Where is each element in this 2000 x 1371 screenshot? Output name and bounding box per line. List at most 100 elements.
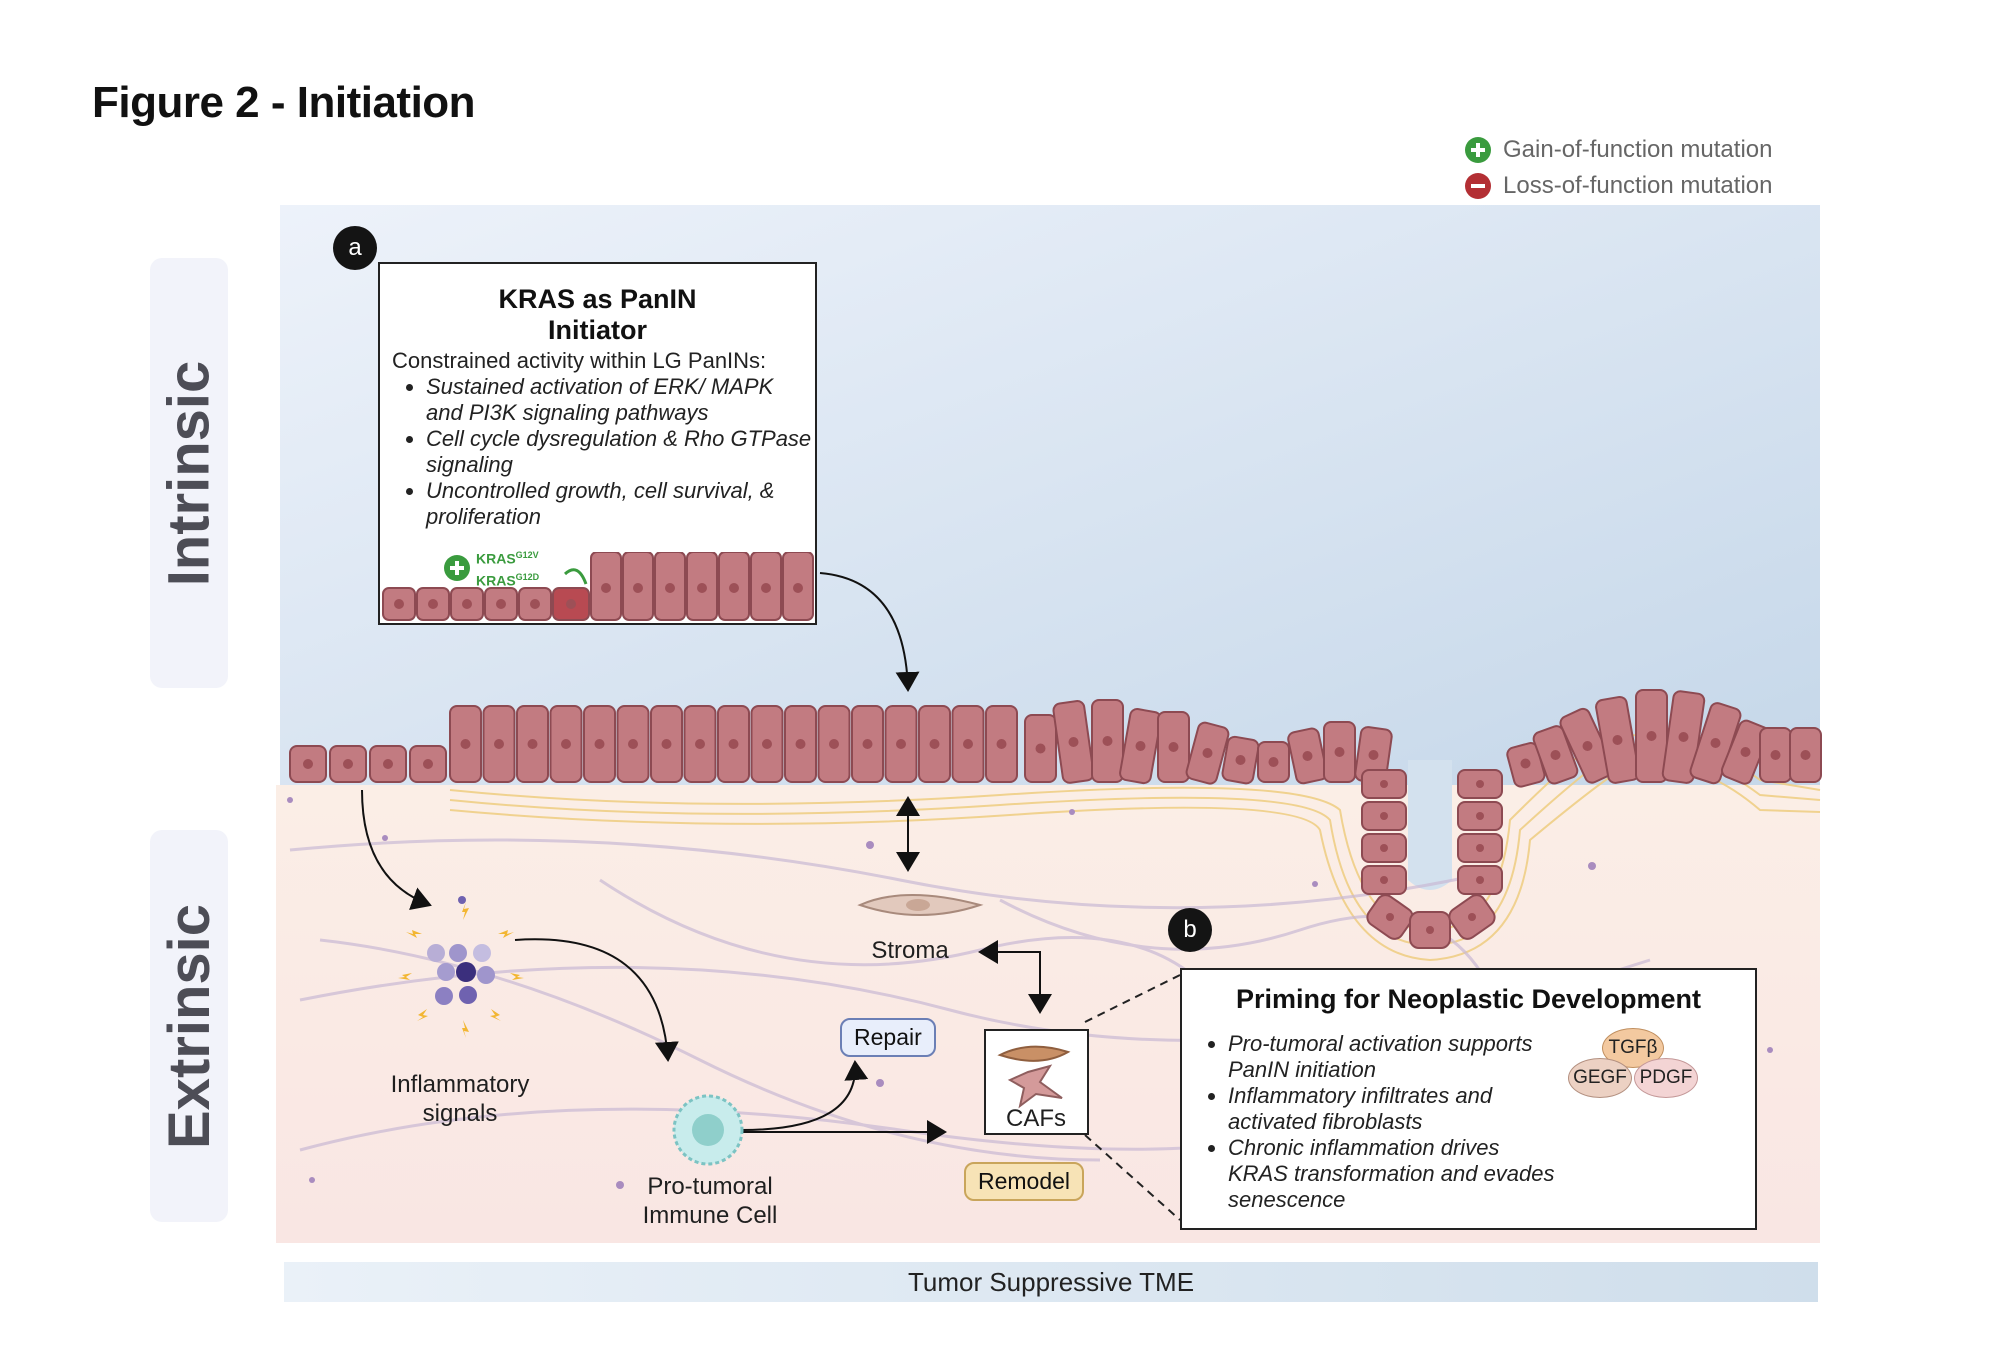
repair-pill: Repair [840, 1018, 936, 1057]
extrinsic-text: Extrinsic [156, 903, 222, 1149]
panel-b-bullet: Pro-tumoral activation supports PanIN in… [1228, 1031, 1558, 1083]
cell-nucleus [460, 739, 471, 749]
panel-a-intro: Constrained activity within LG PanINs: [392, 348, 767, 373]
cell-nucleus [1520, 758, 1531, 769]
cell-nucleus [1202, 748, 1213, 758]
cell-nucleus [527, 739, 538, 749]
panel-a-title: KRAS as PanIN Initiator [380, 284, 815, 346]
legend: Gain-of-function mutation Loss-of-functi… [1465, 136, 1772, 200]
remodel-pill: Remodel [964, 1162, 1085, 1201]
caf-cells-icon [997, 1045, 1071, 1109]
legend-loss: Loss-of-function mutation [1465, 172, 1772, 200]
arrow-to-inflammatory [361, 789, 432, 911]
arrow-inflammatory-to-immune [514, 938, 679, 1062]
cell-nucleus [1770, 750, 1781, 760]
growth-factor-pdgf: PDGF [1634, 1058, 1698, 1098]
immune-cell-label: Pro-tumoral Immune Cell [642, 1173, 778, 1229]
growth-factor-tgfb: TGFβ [1602, 1028, 1664, 1068]
zoom-line-top [1084, 974, 1181, 1023]
cell-nucleus [728, 739, 739, 749]
cell-nucleus [1740, 747, 1751, 757]
tme-footer: Tumor Suppressive TME [284, 1262, 1818, 1302]
kras-mutation: KRASG12V KRASG12D [444, 546, 539, 589]
panel-b-badge: b [1168, 908, 1212, 952]
cell-nucleus [628, 739, 638, 749]
cell-nucleus [996, 739, 1007, 749]
panel-a-bullet: Sustained activation of ERK/ MAPK and PI… [426, 374, 815, 426]
growth-factor-gegf: GEGF [1568, 1058, 1632, 1098]
cell-nucleus [1800, 750, 1811, 760]
panel-a-bullets: Sustained activation of ERK/ MAPK and PI… [380, 374, 815, 530]
cell-nucleus [1612, 735, 1623, 745]
cell-nucleus [1646, 731, 1657, 741]
kras-g12v-sup: G12V [515, 550, 539, 560]
cell-nucleus [1550, 750, 1561, 760]
cell-nucleus [494, 739, 504, 749]
panel-a-box: KRAS as PanIN Initiator Constrained acti… [378, 262, 817, 625]
panel-a-bullet: Cell cycle dysregulation & Rho GTPase si… [426, 426, 815, 478]
cell-nucleus [929, 739, 940, 749]
stroma-label: Stroma [871, 937, 949, 964]
legend-gain: Gain-of-function mutation [1465, 136, 1772, 164]
cell-nucleus [795, 739, 806, 749]
cell-nucleus [762, 739, 772, 749]
cell-nucleus [829, 739, 839, 749]
inflammatory-cluster-icon [398, 896, 524, 1038]
arrow-panel-a-to-epithelium [819, 572, 920, 692]
intrinsic-label: Intrinsic [150, 258, 228, 688]
crypt-lumen [1408, 760, 1452, 890]
panel-a-title-line2: Initiator [548, 315, 647, 345]
panel-a-badge: a [333, 226, 377, 270]
panel-a-title-line1: KRAS as PanIN [498, 284, 697, 314]
crypt-nuclei [1380, 780, 1484, 934]
cell-nucleus [695, 739, 705, 749]
fibroblast-icon [857, 894, 984, 916]
panel-b-bullets: Pro-tumoral activation supports PanIN in… [1182, 1031, 1558, 1213]
cell-nucleus [1035, 743, 1046, 754]
cell-nucleus [594, 739, 605, 749]
cell-nucleus [1368, 750, 1379, 760]
cell-nucleus [1302, 751, 1313, 761]
kras-g12d-sup: G12D [515, 571, 540, 582]
cell-nucleus [1334, 747, 1345, 757]
cell-nucleus [1268, 757, 1279, 767]
panel-b-bullet: Inflammatory infiltrates and activated f… [1228, 1083, 1558, 1135]
panel-b-bullet: Chronic inflammation drives KRAS transfo… [1228, 1135, 1558, 1213]
cell-nucleus [1582, 741, 1593, 751]
cell-nucleus [963, 739, 973, 749]
figure-title: Figure 2 - Initiation [92, 78, 476, 127]
cell-nucleus [661, 739, 672, 749]
columnar-epithelium [449, 689, 1822, 788]
cell-nucleus [1678, 732, 1689, 742]
cell-nucleus [896, 739, 906, 749]
cell-nucleus [561, 739, 571, 749]
cell-nucleus [1235, 755, 1246, 765]
minus-icon [1465, 173, 1491, 199]
panel-b-title: Priming for Neoplastic Development [1235, 984, 1702, 1014]
cell-nucleus [1168, 742, 1179, 752]
panel-a-bullet: Uncontrolled growth, cell survival, & pr… [426, 478, 815, 530]
plus-icon [444, 554, 470, 581]
panel-a-epithelium-icon [382, 552, 814, 621]
intrinsic-text: Intrinsic [156, 360, 222, 586]
cell-nucleus [1710, 738, 1721, 748]
cell-nucleus [1068, 737, 1079, 747]
extrinsic-label: Extrinsic [150, 830, 228, 1222]
cell-nucleus [1102, 736, 1113, 746]
immune-cell-icon [672, 1094, 744, 1166]
panel-b-box: Priming for Neoplastic Development Pro-t… [1180, 968, 1757, 1230]
epithelium-nuclei [303, 759, 433, 769]
inflammatory-label: Inflammatory signals [390, 1071, 530, 1127]
plus-icon [1465, 137, 1491, 163]
legend-loss-label: Loss-of-function mutation [1503, 172, 1773, 199]
kras-g12d-label: KRAS [476, 572, 516, 589]
arrow-immune-to-repair [741, 1060, 869, 1131]
kras-labels: KRASG12V KRASG12D [476, 546, 539, 589]
cafs-label: CAFs [1006, 1105, 1066, 1132]
cell-nucleus [862, 739, 873, 749]
arrow-stroma-cafs [978, 940, 1052, 1014]
cell-nucleus [1135, 741, 1146, 751]
zoom-line-bottom [1084, 1134, 1181, 1221]
kras-g12v-label: KRAS [476, 550, 516, 567]
legend-gain-label: Gain-of-function mutation [1503, 136, 1773, 163]
